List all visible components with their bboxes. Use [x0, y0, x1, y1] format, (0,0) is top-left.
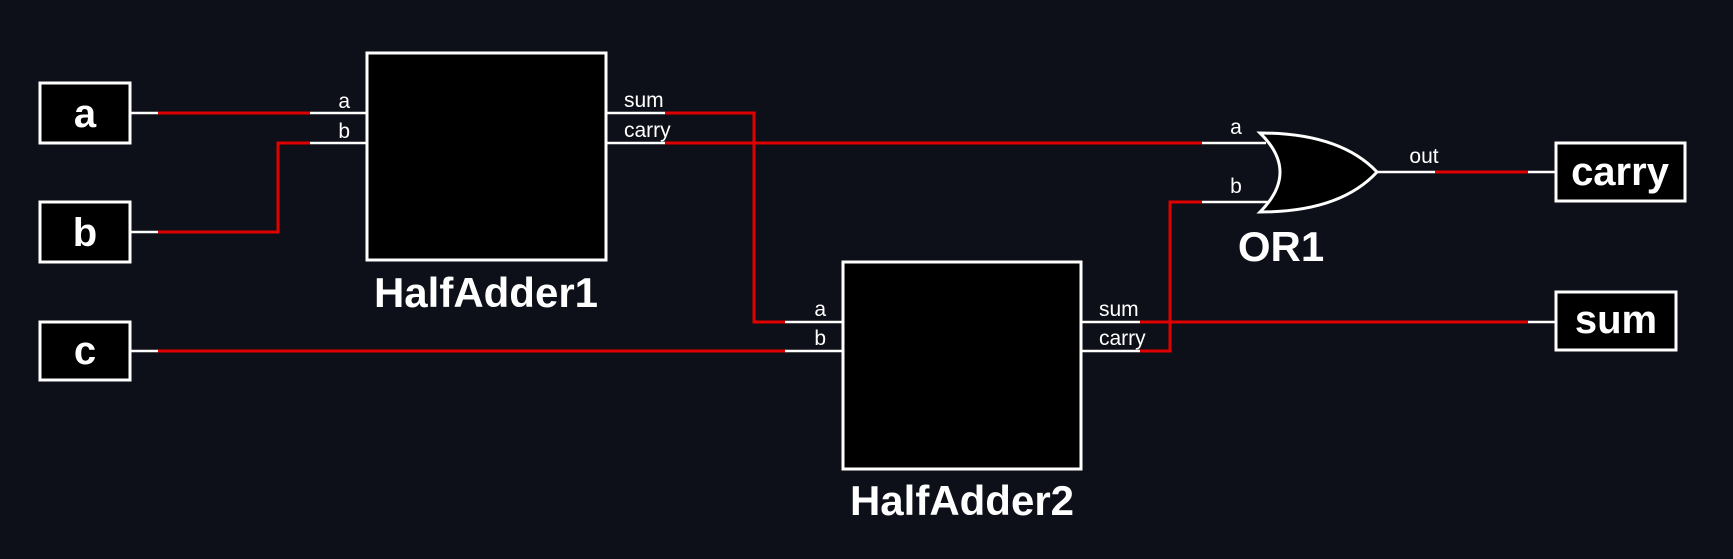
or-pin-a-label: a: [1230, 116, 1242, 139]
input-a: a: [38, 81, 132, 145]
or-pin-out-label: out: [1409, 145, 1438, 168]
output-carry-label: carry: [1571, 150, 1670, 194]
ha1-pin-sum-label: sum: [624, 89, 664, 112]
ha2-pin-b-label: b: [814, 327, 826, 350]
half-adder-1: a b sum carry HalfAdder1: [338, 51, 671, 316]
ha1-title: HalfAdder1: [374, 269, 598, 316]
input-c: c: [38, 320, 132, 382]
ha2-title: HalfAdder2: [850, 477, 1074, 524]
wire-ha1-sum-to-ha2-a: [665, 111, 785, 324]
ha1-pin-a-label: a: [338, 90, 350, 113]
ha2-pin-carry-label: carry: [1099, 327, 1146, 350]
or-gate-symbol: [1256, 131, 1380, 214]
port-stubs: [130, 111, 1556, 353]
input-b: b: [38, 200, 132, 264]
input-a-label: a: [74, 92, 97, 136]
ha2-pin-a-label: a: [814, 298, 826, 321]
half-adder-2: a b sum carry HalfAdder2: [814, 260, 1146, 524]
output-carry: carry: [1554, 141, 1687, 203]
input-c-label: c: [74, 329, 96, 373]
wire-b-to-ha1-b: [158, 141, 310, 234]
or-gate: a b out OR1: [1230, 116, 1439, 270]
wires: [158, 111, 1528, 353]
ha1-pin-carry-label: carry: [624, 119, 671, 142]
or-pin-b-label: b: [1230, 175, 1242, 198]
ha2-pin-sum-label: sum: [1099, 298, 1139, 321]
ha1-pin-b-label: b: [338, 120, 350, 143]
output-sum: sum: [1554, 290, 1678, 352]
wire-ha2-carry-to-or-b: [1140, 200, 1202, 353]
or-gate-title: OR1: [1238, 223, 1324, 270]
input-b-label: b: [73, 211, 97, 255]
output-sum-label: sum: [1575, 298, 1657, 342]
